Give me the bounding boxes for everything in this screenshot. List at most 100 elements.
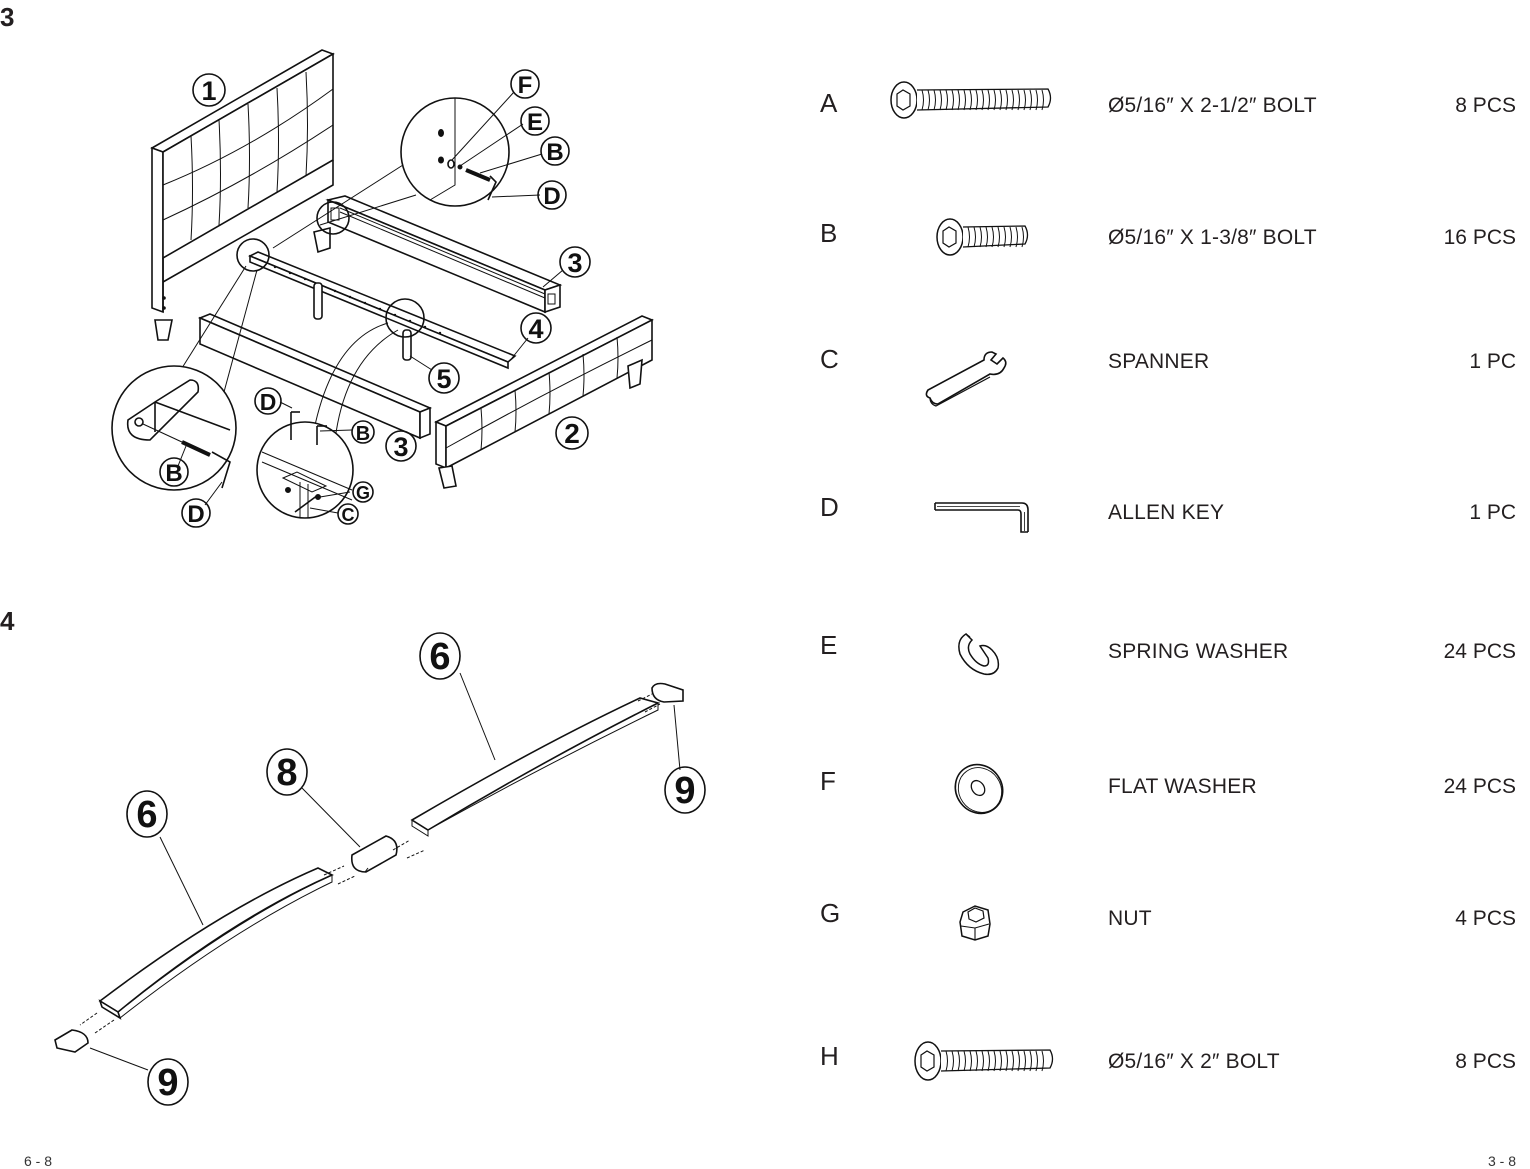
part-row-A: A Ø5/16″ X 2-1/2″ BOLT 8 PCS (0, 81, 1530, 150)
part-row-F: F FLAT WASHER 24 PCS (0, 763, 1530, 828)
detail-circle-top (272, 91, 543, 249)
slat-left (98, 867, 334, 1020)
flat-washer-icon (880, 760, 1080, 830)
part-quantity: 8 PCS (1455, 1050, 1516, 1073)
callout-D-top: D (537, 180, 567, 210)
callout-6-left: 6 (126, 790, 168, 838)
part-letter: G (820, 898, 841, 928)
part-letter: C (820, 344, 839, 374)
callout-label: E (527, 109, 543, 136)
callout-label: D (260, 389, 277, 415)
part-row-E: E SPRING WASHER 24 PCS (0, 632, 1530, 692)
part-row-G: G NUT 4 PCS (0, 900, 1530, 960)
side-rail-top (325, 195, 563, 314)
part-quantity: 16 PCS (1443, 226, 1516, 249)
headboard-drawing (150, 49, 335, 341)
end-cap-right (651, 682, 684, 703)
part-quantity: 24 PCS (1443, 640, 1516, 663)
detail-circle-middle (256, 322, 399, 519)
step-4-slat-diagram: 6 8 6 9 9 (0, 600, 720, 1120)
part-row-C: C SPANNER 1 PC (0, 344, 1530, 407)
part-description: Ø5/16″ X 2″ BOLT (1108, 1050, 1280, 1073)
callout-G: G (352, 481, 374, 503)
callout-F: F (510, 69, 540, 99)
step-3-bed-frame-diagram: 1 (0, 0, 720, 560)
part-quantity: 1 PC (1469, 350, 1516, 373)
callout-label: G (356, 483, 370, 503)
callout-label: 4 (528, 314, 543, 344)
callout-label: F (518, 72, 533, 99)
callout-E: E (520, 106, 550, 136)
callout-label: 9 (674, 770, 695, 812)
callout-label: B (356, 423, 370, 445)
callout-label: 9 (157, 1062, 178, 1104)
page-number-left: 6 - 8 (24, 1153, 53, 1169)
part-description: ALLEN KEY (1108, 501, 1225, 524)
callout-9-right: 9 (664, 766, 706, 814)
callout-D-left: D (181, 498, 211, 528)
callout-label: 8 (276, 752, 297, 794)
part-letter: F (820, 766, 836, 796)
callout-3-bottom: 3 (385, 430, 417, 462)
short-hex-bolt-icon (880, 217, 1080, 287)
detail-circle-left (111, 265, 258, 506)
part-row-D: D ALLEN KEY 1 PC (0, 494, 1530, 554)
part-letter: E (820, 630, 838, 660)
callout-C: C (337, 503, 359, 525)
callout-label: B (546, 139, 563, 166)
callout-label: 6 (429, 636, 450, 678)
callout-label: D (543, 183, 560, 210)
long-hex-bolt-icon (880, 80, 1080, 150)
medium-hex-bolt-icon (880, 1035, 1080, 1105)
callout-8: 8 (266, 748, 308, 796)
part-quantity: 1 PC (1469, 501, 1516, 524)
part-letter: A (820, 88, 838, 118)
part-row-B: B Ø5/16″ X 1-3/8″ BOLT 16 PCS (0, 218, 1530, 280)
step-3-number: 3 (0, 2, 15, 32)
step-4-number: 4 (0, 606, 15, 636)
footboard-drawing (434, 315, 654, 489)
callout-4: 4 (511, 312, 552, 359)
part-letter: D (820, 492, 839, 522)
center-connector (350, 835, 398, 873)
callout-label: 3 (393, 432, 408, 462)
part-row-H: H Ø5/16″ X 2″ BOLT 8 PCS (0, 1041, 1530, 1103)
hex-nut-icon (880, 898, 1080, 968)
callout-B-middle: B (351, 420, 375, 445)
callout-5: 5 (409, 355, 460, 394)
callout-B-top: B (540, 136, 570, 166)
side-rail-bottom (197, 313, 433, 440)
allen-key-icon (880, 494, 1080, 564)
part-letter: B (820, 218, 838, 248)
callout-label: B (165, 460, 182, 487)
callout-label: 3 (567, 248, 582, 278)
callout-2: 2 (555, 416, 589, 450)
slat-right (410, 697, 661, 837)
part-description: Ø5/16″ X 2-1/2″ BOLT (1108, 94, 1317, 117)
callout-label: D (187, 501, 204, 528)
part-description: SPRING WASHER (1108, 640, 1289, 663)
callout-D-middle: D (254, 387, 282, 415)
end-cap-left (54, 1029, 89, 1053)
center-rail (248, 251, 517, 370)
callout-1: 1 (192, 73, 226, 107)
part-letter: H (820, 1041, 839, 1071)
part-description: SPANNER (1108, 350, 1210, 373)
part-description: FLAT WASHER (1108, 775, 1257, 798)
callout-9-left: 9 (147, 1058, 189, 1106)
callout-label: 2 (564, 418, 580, 449)
callout-B-left: B (159, 457, 189, 487)
page-number-right: 3 - 8 (1487, 1153, 1516, 1169)
part-quantity: 24 PCS (1443, 775, 1516, 798)
callout-label: 6 (136, 794, 157, 836)
callout-label: 1 (201, 76, 216, 106)
spanner-icon (880, 346, 1080, 416)
spring-washer-icon (880, 624, 1080, 694)
part-quantity: 4 PCS (1455, 907, 1516, 930)
callout-label: 5 (436, 364, 451, 394)
callout-3-top: 3 (542, 246, 591, 288)
part-description: NUT (1108, 907, 1152, 930)
callout-label: C (342, 505, 355, 525)
callout-6-right: 6 (419, 632, 461, 680)
part-description: Ø5/16″ X 1-3/8″ BOLT (1108, 226, 1317, 249)
